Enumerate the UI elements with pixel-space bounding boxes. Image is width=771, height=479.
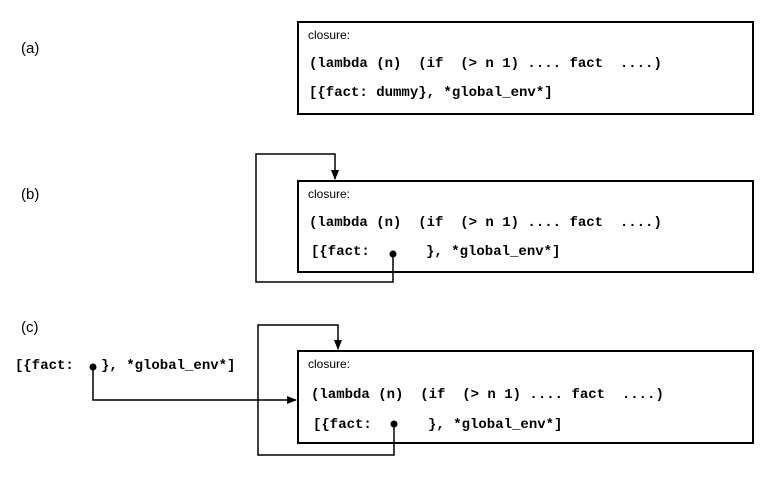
- env-prefix-b: [{fact:: [311, 244, 370, 260]
- panel-c-label: (c): [21, 319, 39, 336]
- self-reference-arrow-c: [257, 324, 395, 456]
- lambda-code-a: (lambda (n) (if (> n 1) .... fact ....): [309, 56, 662, 72]
- env-suffix-b: }, *global_env*]: [426, 244, 561, 260]
- closure-title-a: closure:: [308, 28, 351, 42]
- env-line-a: [{fact: dummy}, *global_env*]: [309, 85, 553, 101]
- env-prefix-c: [{fact:: [313, 417, 372, 433]
- closure-title-c: closure:: [308, 357, 351, 371]
- closure-box-c: closure: (lambda (n) (if (> n 1) .... fa…: [297, 350, 754, 444]
- lambda-code-c: (lambda (n) (if (> n 1) .... fact ....): [311, 387, 664, 403]
- self-reference-arrow-b: [255, 153, 394, 283]
- outer-env-arrow-c: [92, 367, 297, 404]
- panel-a-label: (a): [21, 40, 40, 57]
- closure-box-b: closure: (lambda (n) (if (> n 1) .... fa…: [297, 180, 754, 273]
- panel-b-label: (b): [21, 186, 40, 203]
- lambda-code-b: (lambda (n) (if (> n 1) .... fact ....): [309, 215, 662, 231]
- env-suffix-c: }, *global_env*]: [428, 417, 563, 433]
- outer-env-prefix-c: [{fact:: [15, 358, 74, 374]
- closure-title-b: closure:: [308, 187, 351, 201]
- closure-box-a: closure: (lambda (n) (if (> n 1) .... fa…: [297, 21, 754, 115]
- outer-env-suffix-c: }, *global_env*]: [101, 358, 236, 374]
